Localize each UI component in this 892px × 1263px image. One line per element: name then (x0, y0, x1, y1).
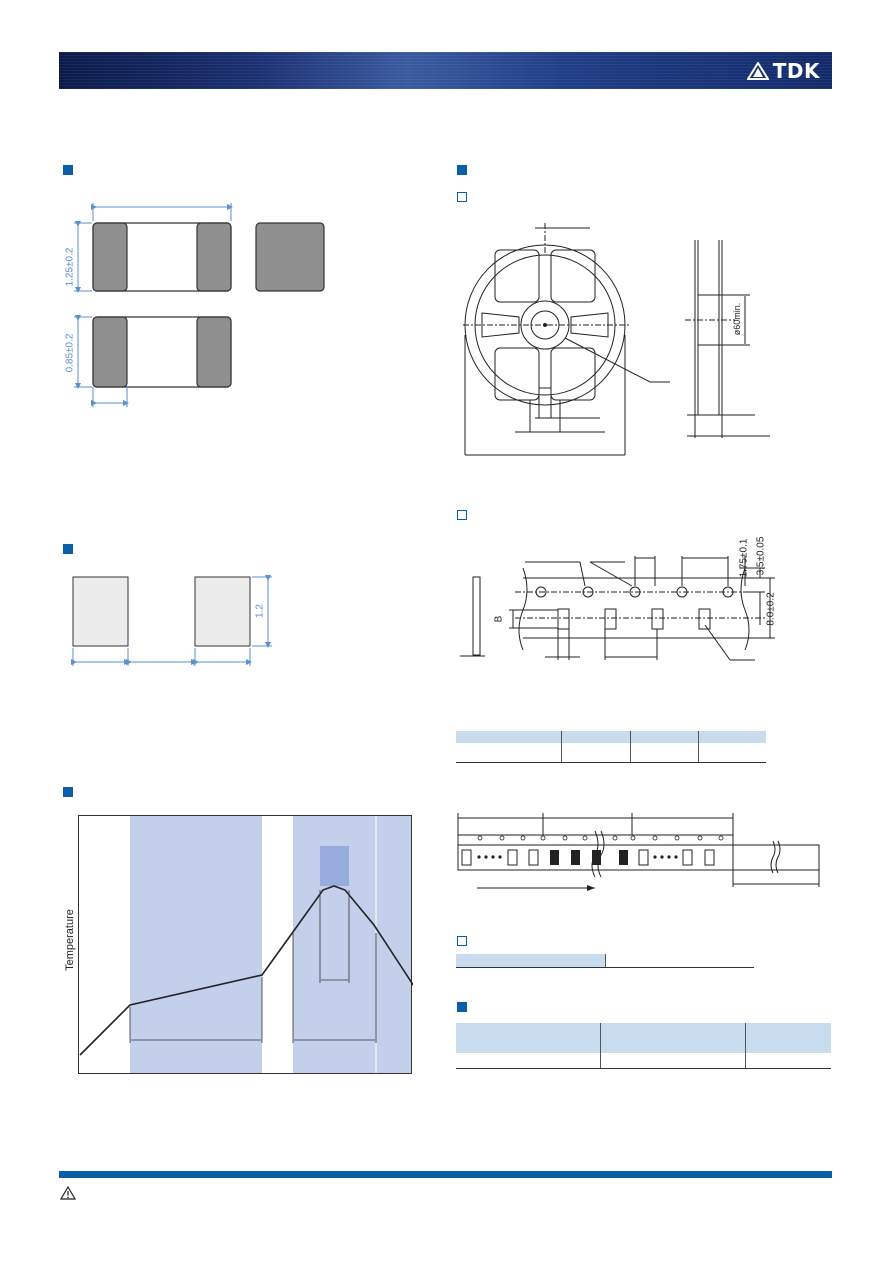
table-header-cell (698, 731, 766, 743)
table-header-cell (561, 731, 631, 743)
chip-thickness-label: 0.85±0.2 (64, 333, 76, 373)
table-header-cell (746, 1023, 831, 1053)
tape-width-label: 8.0±0.2 (765, 592, 777, 626)
table-cell (456, 742, 563, 763)
reflow-ylabel: Temperature (64, 909, 76, 971)
section-marker-land-pattern (63, 544, 73, 554)
footer-bar (59, 1171, 832, 1178)
warning-icon (60, 1186, 76, 1200)
brand-name: TDK (772, 59, 820, 83)
table-header-cell (456, 731, 563, 743)
section-marker-packaging (457, 165, 467, 175)
table-cell (630, 742, 700, 763)
subsection-marker-quantity (457, 936, 467, 946)
land-pattern-drawing (71, 575, 272, 666)
subsection-marker-tape (457, 510, 467, 520)
section-marker-temperature-range (457, 1002, 467, 1012)
section-marker-shape (63, 165, 73, 175)
tape-drawing (460, 556, 775, 661)
tdk-logo: TDK (746, 59, 820, 83)
section-marker-reflow (63, 787, 73, 797)
table-cell (561, 742, 631, 763)
header-bar: TDK (59, 52, 832, 89)
chip-height-label: 1.25±0.2 (64, 247, 76, 287)
tape-pitch-label: 3.5±0.05 (755, 536, 767, 576)
tdk-emblem-icon (746, 62, 769, 80)
temperature-range-table (456, 1023, 831, 1069)
reel-drawing (463, 223, 770, 456)
shape-dimensions-drawing (74, 203, 325, 407)
reflow-profile-chart (78, 815, 413, 1074)
land-height-label: 1.2 (254, 604, 266, 618)
reel-hub-diameter-label: ø60min. (732, 302, 742, 336)
table-header-cell (456, 1023, 601, 1053)
table-header-cell (630, 731, 700, 743)
tape-leader-drawing (457, 813, 820, 891)
subsection-marker-reel (457, 192, 467, 202)
quantity-table (456, 954, 754, 968)
tape-b-label: B (493, 615, 505, 623)
table-header-cell (456, 954, 606, 967)
table-cell (699, 743, 766, 763)
table-header-cell (601, 1023, 746, 1053)
tape-dimension-table (456, 731, 766, 763)
tape-sprocket-pitch-label: 1.75±0.1 (738, 538, 750, 578)
